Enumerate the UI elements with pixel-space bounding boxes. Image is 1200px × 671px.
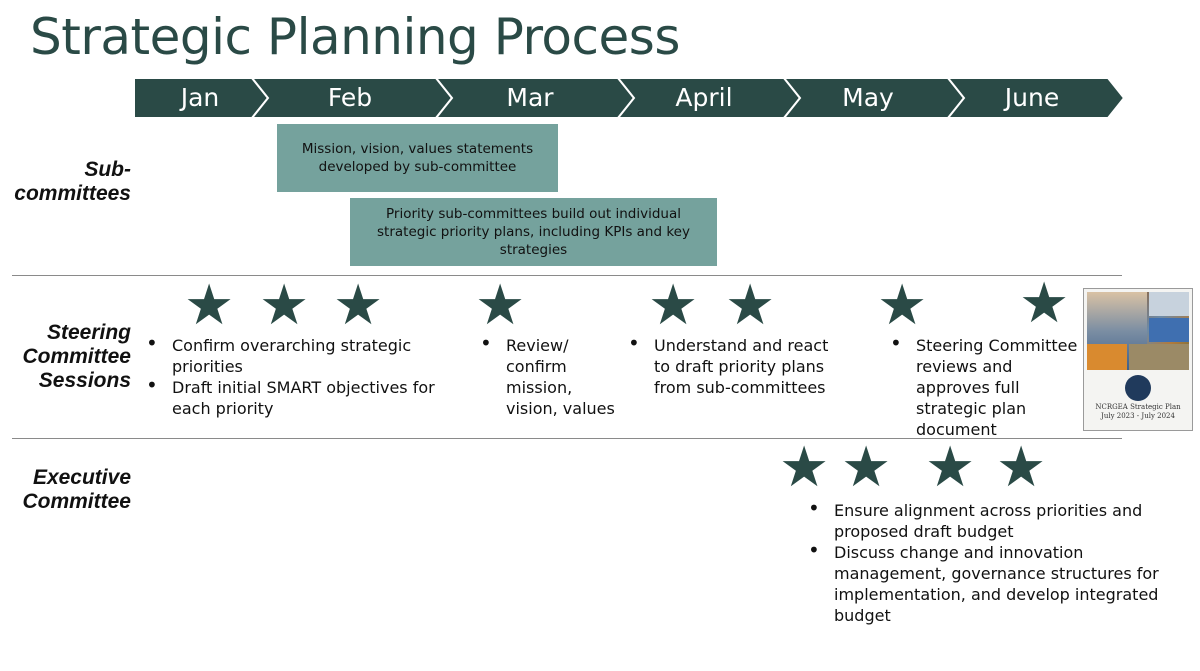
steering-bullets-jan-feb: Confirm overarching strategic priorities… (146, 333, 462, 419)
month-label-mar: Mar (506, 83, 554, 112)
list-item: Confirm overarching strategic priorities (146, 333, 462, 377)
star-icon: ★ (877, 273, 928, 338)
cover-photo-collage (1087, 292, 1189, 370)
list-item: Steering Committee reviews and approves … (890, 333, 1080, 440)
month-chevron-jan (133, 77, 270, 119)
month-chevron-april (615, 77, 802, 119)
star-icon: ★ (333, 273, 384, 338)
steering-bullets-april: Understand and react to draft priority p… (628, 333, 830, 398)
list-item: Review/ confirm mission, vision, values (480, 333, 622, 419)
star-icon: ★ (779, 435, 830, 500)
list-item: Ensure alignment across priorities and p… (808, 498, 1184, 542)
month-label-april: April (675, 83, 732, 112)
star-icon: ★ (648, 273, 699, 338)
row-divider-1 (12, 275, 1122, 276)
cover-caption: NCRGEA Strategic Plan July 2023 - July 2… (1095, 403, 1181, 420)
list-item: Draft initial SMART objectives for each … (146, 375, 462, 419)
steering-bullets-mar: Review/ confirm mission, vision, values (480, 333, 622, 419)
month-chevron-feb (249, 77, 454, 119)
star-icon: ★ (184, 273, 235, 338)
executive-bullets: Ensure alignment across priorities and p… (808, 498, 1184, 626)
list-item: Understand and react to draft priority p… (628, 333, 830, 398)
month-label-may: May (842, 83, 894, 112)
row-divider-2 (12, 438, 1122, 439)
star-icon: ★ (475, 273, 526, 338)
star-icon: ★ (996, 435, 1047, 500)
month-label-feb: Feb (328, 83, 372, 112)
page-title: Strategic Planning Process (30, 8, 680, 66)
row-label-subcommittees: Sub- committees (14, 158, 131, 205)
month-chevron-mar (433, 77, 636, 119)
star-icon: ★ (725, 273, 776, 338)
month-chevron-may (781, 77, 966, 119)
star-icon: ★ (259, 273, 310, 338)
subcommittee-box-mission: Mission, vision, values statements devel… (277, 124, 558, 192)
month-chevron-june (945, 77, 1126, 119)
month-label-jan: Jan (179, 83, 220, 112)
month-label-june: June (1003, 83, 1059, 112)
state-seal-icon (1125, 375, 1151, 401)
strategic-plan-cover-image: NCRGEA Strategic Plan July 2023 - July 2… (1083, 288, 1193, 431)
star-icon: ★ (1019, 271, 1070, 336)
row-label-executive: Executive Committee (22, 466, 131, 513)
star-icon: ★ (925, 435, 976, 500)
steering-bullets-june: Steering Committee reviews and approves … (890, 333, 1080, 440)
list-item: Discuss change and innovation management… (808, 540, 1184, 626)
star-icon: ★ (841, 435, 892, 500)
subcommittee-box-priority-plans: Priority sub-committees build out indivi… (350, 198, 717, 266)
row-label-steering: Steering Committee Sessions (22, 321, 131, 392)
